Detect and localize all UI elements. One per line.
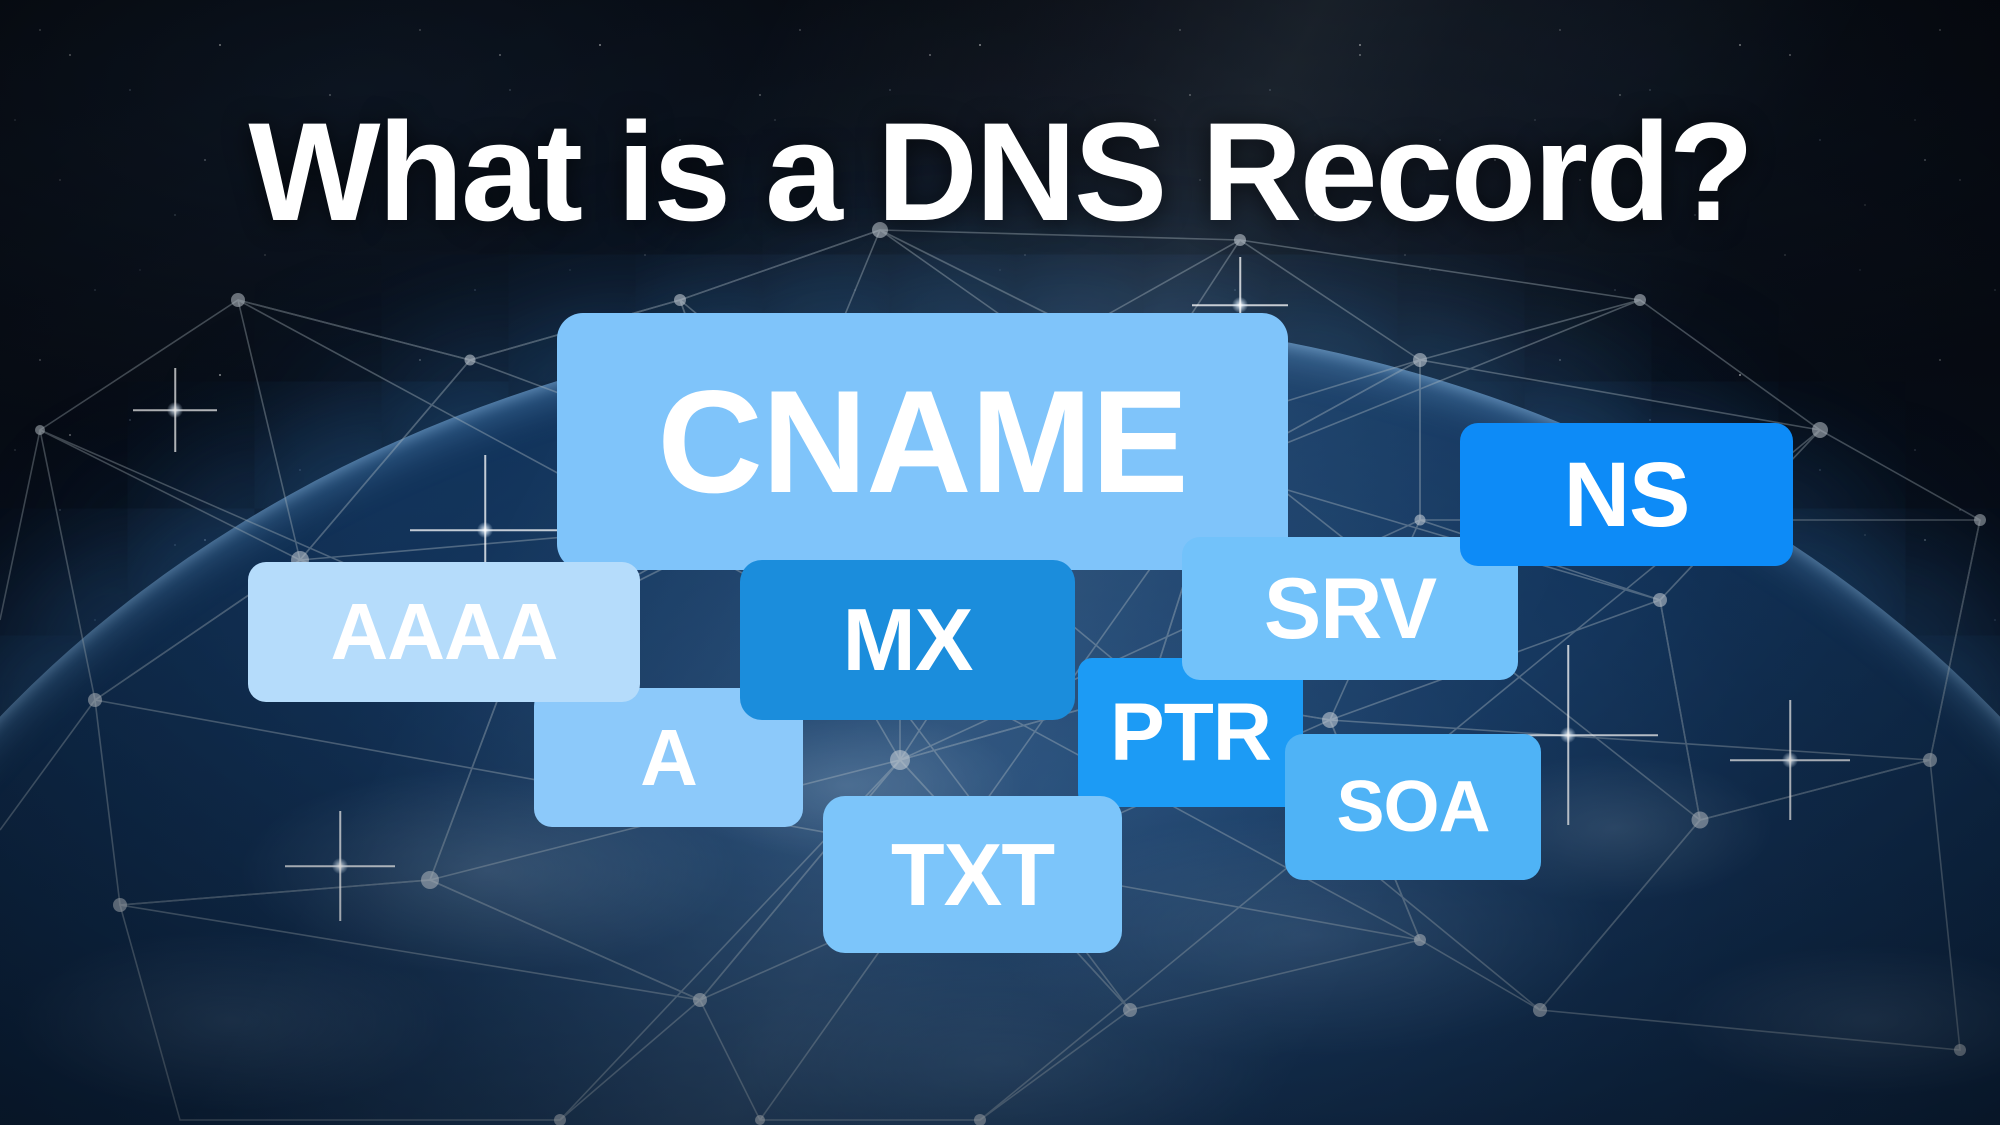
dns-record-tag-soa[interactable]: SOA bbox=[1285, 734, 1541, 880]
dns-record-tag-aaaa[interactable]: AAAA bbox=[248, 562, 640, 702]
dns-record-tag-ns[interactable]: NS bbox=[1460, 423, 1793, 566]
page-title: What is a DNS Record? bbox=[248, 92, 1754, 250]
dns-record-tag-cname[interactable]: CNAME bbox=[557, 313, 1288, 570]
dns-record-tag-txt[interactable]: TXT bbox=[823, 796, 1122, 953]
dns-record-tag-mx[interactable]: MX bbox=[740, 560, 1075, 720]
dns-record-tag-ptr[interactable]: PTR bbox=[1078, 658, 1303, 807]
